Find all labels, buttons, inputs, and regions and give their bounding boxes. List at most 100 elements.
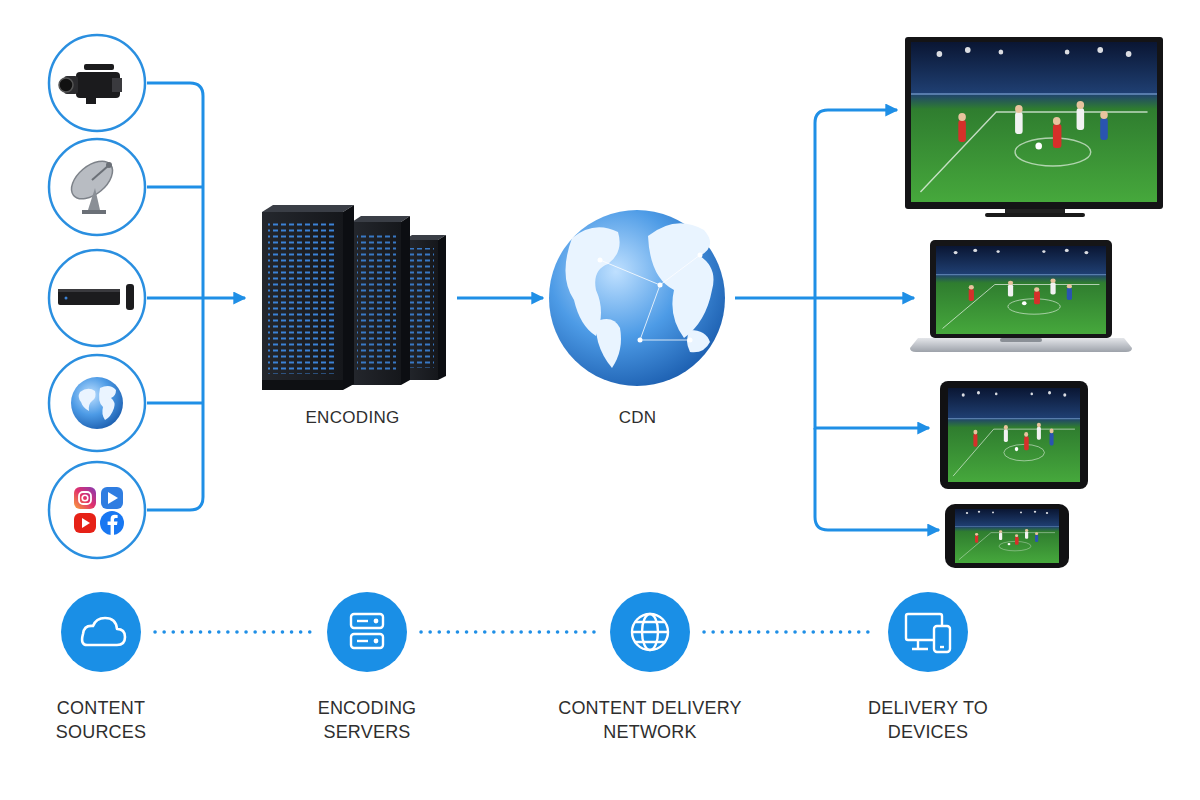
cdn-globe-illustration [698, 253, 703, 258]
dotted-connector [704, 630, 874, 634]
set-top-box-icon [58, 289, 120, 292]
tv-illustration [911, 42, 1157, 202]
phone-illustration [945, 504, 1069, 568]
illustration-node: ENCODING [250, 200, 455, 440]
step-label: ENCODING SERVERS [297, 696, 437, 744]
delivery-split-lines [815, 297, 914, 300]
server-icon [351, 634, 383, 648]
step-node: DELIVERY TO DEVICES [888, 592, 968, 672]
set-top-box-icon [58, 284, 134, 310]
globe-icon [99, 386, 116, 420]
network-globe-icon [632, 631, 668, 633]
cloud-icon [82, 618, 125, 645]
source-merge-lines [147, 186, 203, 189]
social-media-icons [82, 518, 90, 528]
social-media-icons [74, 513, 96, 533]
globe-icon [79, 389, 96, 411]
globe-icon [71, 377, 123, 429]
source-merge-lines [147, 83, 245, 510]
source-circle [49, 139, 145, 235]
cdn-globe-illustration [640, 285, 690, 340]
server-icon [351, 614, 383, 648]
network-globe-icon [632, 614, 668, 650]
satellite-dish-icon [82, 210, 106, 214]
illustration-node: CDN [545, 200, 730, 440]
devices-icon [934, 626, 950, 652]
satellite-dish-icon [88, 188, 100, 210]
cdn-globe-illustration [598, 253, 703, 343]
arrow-connector [457, 297, 543, 300]
step-node: ENCODING SERVERS [327, 592, 407, 672]
server-icon [375, 640, 377, 642]
step-circle [327, 592, 407, 672]
satellite-dish-icon [106, 162, 112, 168]
server-rack-illustration [401, 216, 410, 385]
cdn-globe-illustration [565, 227, 619, 336]
delivery-split-lines [815, 428, 939, 530]
dotted-connector [421, 630, 596, 634]
camcorder-icon [59, 78, 73, 92]
devices-icon [906, 614, 950, 652]
source-merge-lines [147, 297, 203, 300]
server-rack-illustration [438, 235, 446, 380]
cdn-globe-illustration [598, 258, 603, 263]
laptop-illustration [910, 240, 1132, 352]
tv-illustration [905, 37, 1163, 217]
devices-icon [940, 646, 944, 648]
source-circle [49, 35, 145, 131]
server-icon [375, 620, 377, 622]
source-circle [49, 250, 145, 346]
server-icon [357, 620, 368, 622]
delivery-split-lines [815, 298, 929, 428]
social-media-icons [108, 515, 118, 535]
laptop-illustration [936, 246, 1106, 334]
delivery-split-lines [815, 110, 897, 298]
tablet-illustration [940, 381, 1088, 489]
step-label: CONTENT DELIVERY NETWORK [550, 696, 750, 744]
cdn-globe-illustration [687, 330, 710, 352]
server-icon [357, 640, 368, 642]
cdn-globe-illustration [600, 255, 700, 340]
social-media-icons [74, 487, 124, 535]
server-rack-illustration [268, 222, 337, 374]
source-merge-lines [203, 297, 245, 300]
phone-illustration [945, 504, 1069, 568]
illustration-label: ENCODING [250, 407, 455, 429]
dotted-connector [155, 630, 313, 634]
cdn-globe-illustration [600, 255, 700, 285]
globe-icon [71, 377, 123, 429]
devices-icon [912, 640, 928, 649]
cdn-globe-illustration [648, 223, 714, 338]
set-top-box-icon [65, 297, 68, 300]
tablet-illustration [948, 388, 1080, 482]
tv-illustration [905, 37, 1163, 209]
step-node: CONTENT DELIVERY NETWORK [610, 592, 690, 672]
server-rack-illustration [408, 248, 434, 368]
satellite-dish-icon [92, 166, 108, 180]
server-rack-illustration [262, 212, 343, 390]
source-merge-lines [147, 83, 203, 510]
social-media-icons [101, 487, 123, 509]
laptop-illustration [910, 338, 1132, 352]
server-rack-illustration [343, 205, 354, 390]
laptop-illustration [930, 240, 1112, 338]
cdn-globe-illustration [688, 338, 693, 343]
cdn-globe-illustration [549, 210, 725, 386]
phone-illustration [955, 509, 1059, 563]
source-circle [49, 355, 145, 451]
social-media-icons [108, 492, 118, 504]
delivery-split-lines [735, 297, 815, 300]
camcorder-icon [59, 64, 122, 104]
step-circle [888, 592, 968, 672]
network-globe-icon [635, 622, 665, 642]
step-node: CONTENT SOURCES [61, 592, 141, 672]
cdn-globe-illustration [638, 338, 643, 343]
step-circle [610, 592, 690, 672]
step-circle [61, 592, 968, 672]
laptop-illustration [1000, 338, 1042, 342]
social-media-icons [74, 487, 96, 509]
cdn-globe-illustration [596, 319, 621, 368]
tv-illustration [985, 213, 1085, 217]
